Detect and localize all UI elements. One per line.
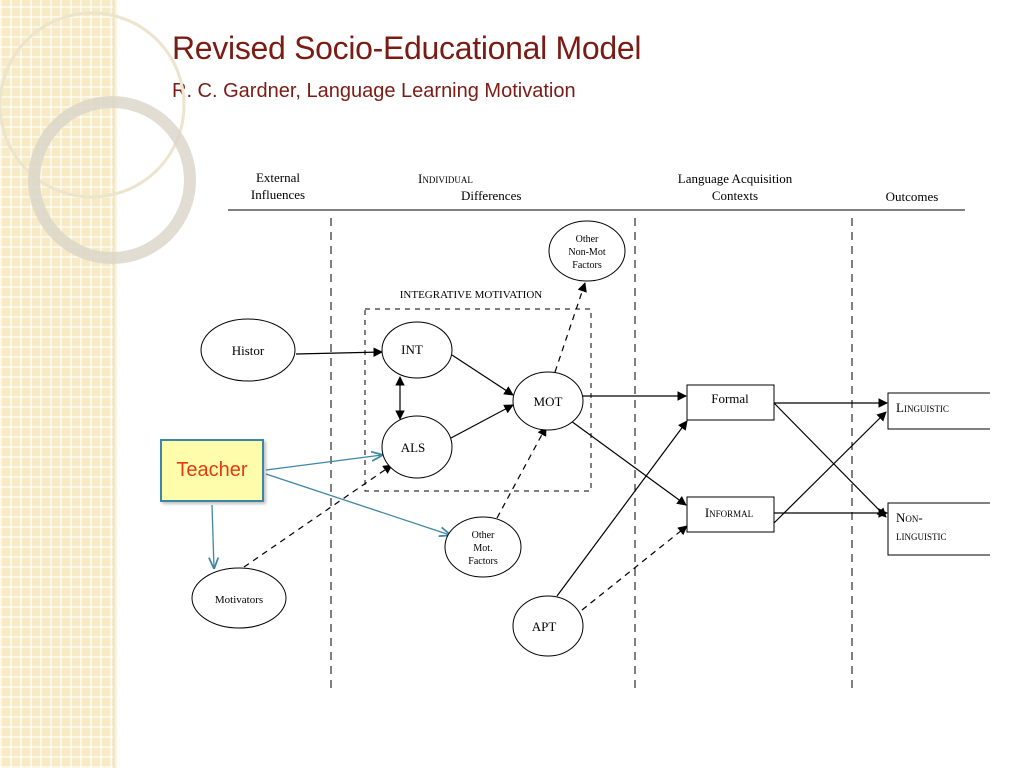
column-dividers bbox=[330, 218, 853, 690]
header-language-acquisition: Language Acquisition bbox=[678, 171, 793, 186]
node-linguistic bbox=[887, 392, 990, 430]
label-other-non-mot-1: Other bbox=[576, 234, 599, 245]
label-other-mot-3: Factors bbox=[468, 556, 498, 567]
integrative-motivation-label: INTEGRATIVE MOTIVATION bbox=[400, 289, 543, 301]
label-apt: APT bbox=[532, 619, 557, 634]
node-mot bbox=[512, 371, 584, 431]
slide-title: Revised Socio-Educational Model bbox=[172, 30, 642, 66]
label-other-mot-1: Other bbox=[472, 530, 495, 541]
slide-subtitle: R. C. Gardner, Language Learning Motivat… bbox=[172, 80, 576, 102]
label-other-mot-2: Mot. bbox=[473, 543, 492, 554]
integrative-motivation-box bbox=[364, 308, 592, 492]
header-outcomes: Outcomes bbox=[886, 189, 939, 204]
sidebar-edge bbox=[113, 0, 118, 768]
dashed-edges bbox=[243, 282, 688, 611]
label-informal: Informal bbox=[705, 505, 753, 520]
header-individual: Individual bbox=[418, 171, 473, 186]
node-other-mot-factors bbox=[444, 516, 522, 578]
teacher-box: Teacher bbox=[160, 439, 264, 502]
label-other-non-mot-2: Non-Mot bbox=[568, 247, 605, 258]
label-als: ALS bbox=[401, 440, 426, 455]
label-motivators: Motivators bbox=[215, 594, 263, 606]
label-non-linguistic-1: Non- bbox=[896, 510, 923, 525]
node-formal bbox=[686, 384, 775, 421]
node-motivators bbox=[191, 567, 287, 629]
label-histor: Histor bbox=[232, 343, 265, 358]
teacher-label: Teacher bbox=[176, 459, 248, 481]
node-apt bbox=[512, 595, 584, 657]
node-non-linguistic bbox=[887, 502, 990, 556]
decorative-rings bbox=[0, 11, 196, 264]
label-non-linguistic-2: linguistic bbox=[896, 528, 947, 543]
label-formal: Formal bbox=[711, 391, 749, 406]
label-other-non-mot-3: Factors bbox=[572, 260, 602, 271]
header-external: External bbox=[256, 170, 300, 185]
node-int bbox=[381, 321, 453, 379]
label-mot: MOT bbox=[534, 394, 563, 409]
header-contexts: Contexts bbox=[712, 188, 758, 203]
node-als bbox=[381, 415, 453, 479]
header-differences: Differences bbox=[461, 188, 521, 203]
node-histor bbox=[200, 318, 296, 382]
node-informal bbox=[686, 496, 775, 533]
teacher-arrows bbox=[212, 455, 450, 568]
label-int: INT bbox=[401, 342, 423, 357]
node-other-non-mot-factors bbox=[548, 220, 626, 282]
label-linguistic: Linguistic bbox=[896, 400, 949, 415]
header-influences: Influences bbox=[251, 187, 305, 202]
solid-edges bbox=[295, 347, 888, 597]
